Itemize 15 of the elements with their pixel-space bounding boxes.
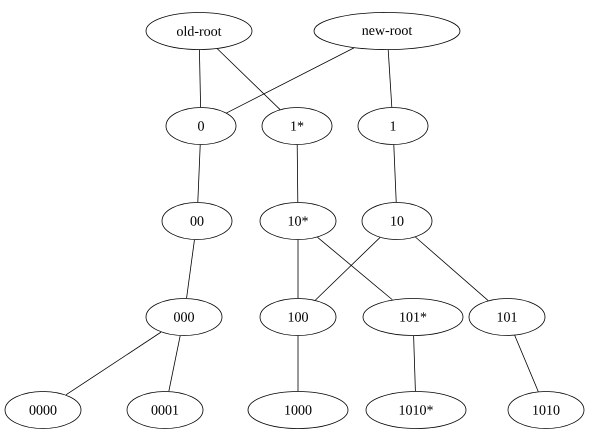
connector-line [168,335,181,392]
connector-line [66,332,162,396]
connector-line [216,48,280,110]
connector-line [388,50,392,108]
connector-line [197,144,201,202]
connector-line [413,336,416,392]
connector-line [186,239,195,299]
connector-line [514,335,539,392]
connector-line [393,144,397,202]
connector-line [199,50,202,108]
connector-line [317,236,393,300]
connector-line [296,144,298,202]
connector-line [226,47,354,114]
connector-line [314,237,380,301]
connector-line [415,236,489,301]
